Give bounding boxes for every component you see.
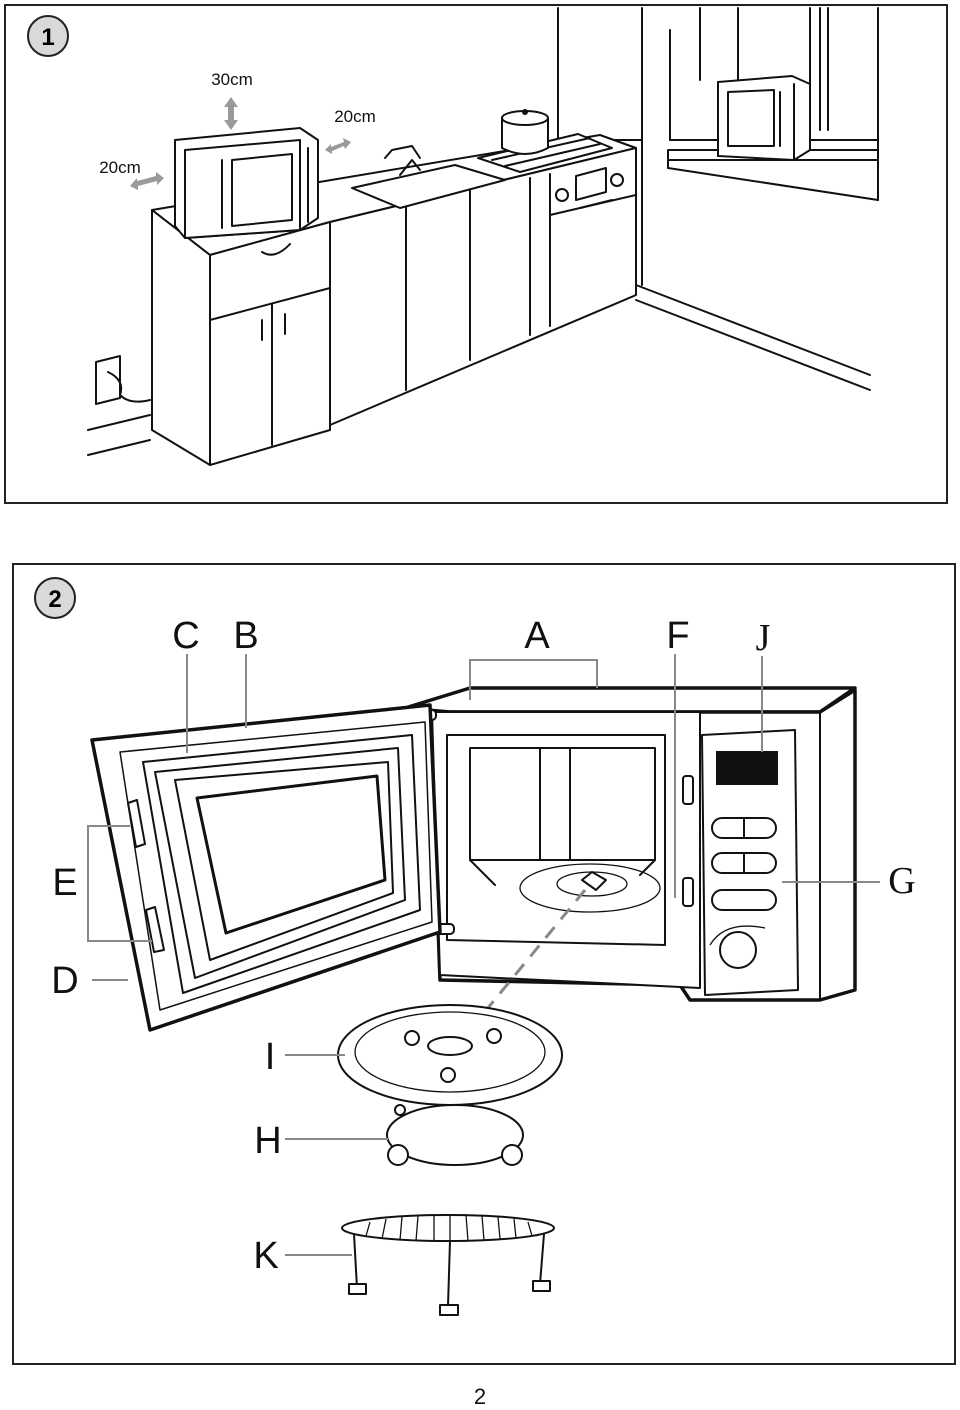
label-d: D	[51, 960, 78, 1002]
clearance-right-label: 20cm	[334, 107, 376, 126]
label-b: B	[233, 615, 258, 657]
clearance-arrows	[130, 97, 351, 190]
grill-rack-illustration	[341, 1214, 555, 1316]
microwave-door-illustration	[90, 703, 442, 1032]
label-j: J	[756, 617, 771, 659]
label-e: E	[52, 862, 77, 904]
label-k: K	[253, 1235, 278, 1277]
kitchen-room-lines	[87, 7, 879, 456]
figure-1-number: 1	[41, 24, 54, 51]
label-h: H	[254, 1120, 281, 1162]
clearance-left-label: 20cm	[99, 158, 141, 177]
label-i: I	[265, 1036, 276, 1078]
window-microwave-illustration	[717, 75, 811, 161]
kitchen-cabinets-illustration	[95, 109, 637, 466]
page-number: 2	[473, 1384, 487, 1409]
callout-lines	[87, 654, 880, 1256]
figure-2-badge: 2	[34, 577, 76, 619]
label-a: A	[524, 615, 550, 657]
figure-2-panel	[12, 563, 956, 1365]
roller-ring-illustration	[386, 1104, 524, 1166]
figure-1-badge: 1	[27, 15, 69, 57]
label-f: F	[666, 615, 689, 657]
microwave-illustration	[397, 686, 857, 1002]
figure-2-number: 2	[48, 586, 61, 613]
label-g: G	[888, 860, 915, 902]
label-c: C	[172, 615, 199, 657]
clearance-top-label: 30cm	[211, 70, 253, 89]
